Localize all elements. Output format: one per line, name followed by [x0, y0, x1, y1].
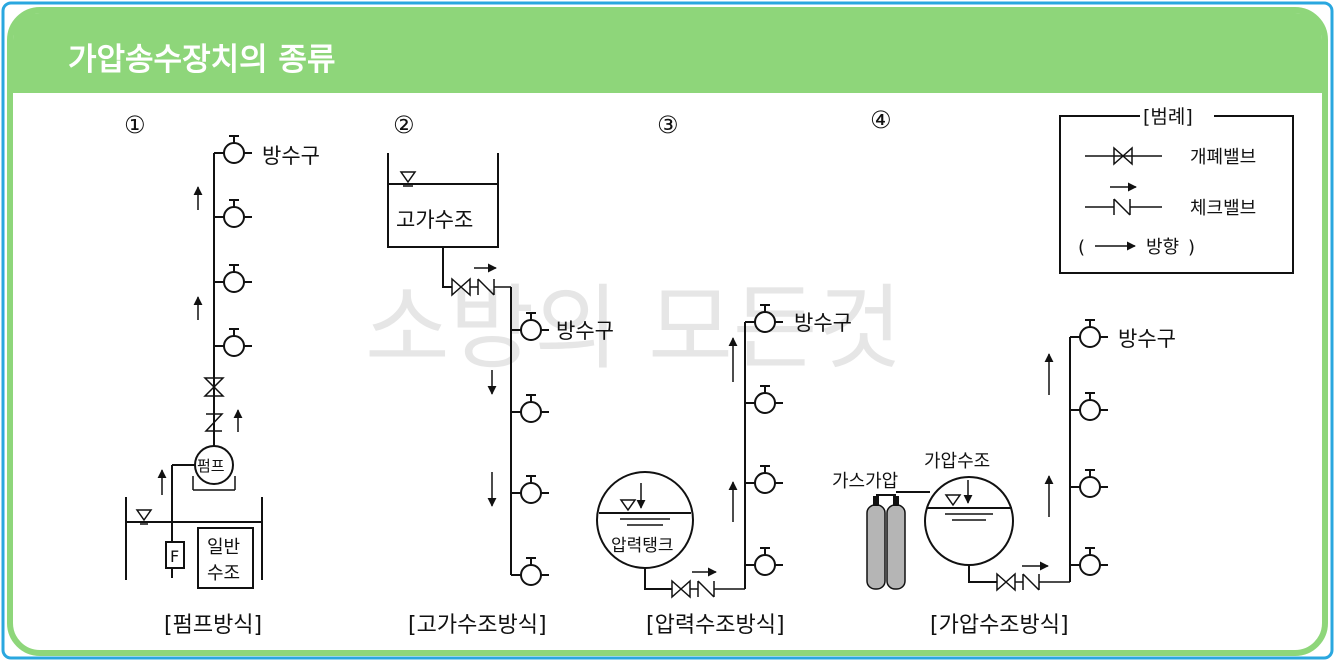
system-3-caption: [압력수조방식] — [646, 613, 785, 638]
system-pump: ① 방수구 펌프 F 일반 수조 [펌프방식] — [124, 111, 320, 638]
gas-cylinder-right — [886, 504, 906, 590]
system-4-caption: [가압수조방식] — [930, 613, 1069, 638]
system-4-outlet-label: 방수구 — [1118, 327, 1176, 351]
system-3-outlet-label: 방수구 — [794, 311, 852, 335]
system-1-outlet-label: 방수구 — [262, 144, 320, 168]
system-2-number: ② — [393, 111, 415, 139]
system-1-caption: [펌프방식] — [164, 613, 262, 638]
gas-cylinder-left — [866, 504, 886, 590]
legend-paren-close: ) — [1188, 237, 1195, 258]
system-4-number: ④ — [870, 106, 892, 134]
legend-item-direction: 방향 — [1146, 237, 1179, 258]
legend-title: [범례] — [1143, 106, 1193, 128]
legend-item-check-valve: 체크밸브 — [1190, 198, 1256, 219]
system-2-caption: [고가수조방식] — [408, 613, 547, 638]
system-elevated-tank: ② 고가수조 방수구 [고가수조방식] — [387, 111, 614, 638]
flow-meter-label: F — [170, 547, 179, 566]
header-bar — [13, 13, 1322, 93]
legend-item-open-valve: 개폐밸브 — [1190, 147, 1256, 168]
pressure-tank-label: 압력탱크 — [611, 536, 674, 556]
system-pressure-tank: ③ 압력탱크 방수구 [압력수조방식] — [596, 111, 852, 638]
pump-label: 펌프 — [197, 457, 225, 475]
system-3-number: ③ — [657, 111, 679, 139]
general-tank-label-1: 일반 — [207, 537, 240, 558]
legend-paren-open: ( — [1078, 237, 1085, 258]
system-2-outlet-label: 방수구 — [556, 319, 614, 343]
pressurized-tank-label: 가압수조 — [924, 451, 990, 472]
system-1-number: ① — [124, 111, 146, 139]
elevated-tank-label: 고가수조 — [396, 208, 473, 232]
general-tank-label-2: 수조 — [207, 563, 240, 584]
header-title: 가압송수장치의 종류 — [68, 42, 335, 78]
system-gas-pressurized-tank: ④ 가스가압 가압수조 방수구 [가압수조방식] — [832, 106, 1176, 638]
gas-pressurization-label: 가스가압 — [832, 471, 898, 492]
legend: [범례] 개폐밸브 체크밸브 ( 방향 ) — [1059, 104, 1294, 274]
